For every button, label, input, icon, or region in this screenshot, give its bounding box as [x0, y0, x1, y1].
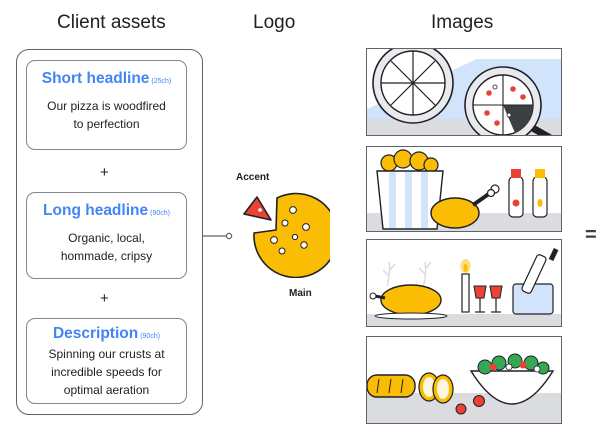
description-title: Description(90ch)	[27, 325, 186, 343]
accent-topping	[258, 208, 262, 212]
long-headline-line: hommade, cripsy	[60, 249, 153, 263]
client-assets-panel	[16, 49, 203, 415]
image-candlelit-dinner	[366, 239, 562, 327]
long-headline-limit: (90ch)	[150, 210, 170, 217]
description-label: Description	[52, 325, 139, 342]
plus-sign: +	[100, 164, 109, 181]
main-topping	[270, 236, 278, 244]
image-fried-chicken	[366, 146, 562, 232]
bread-and-salad-icon	[367, 337, 561, 423]
description-card: Description(90ch) Spinning our crusts at…	[26, 318, 187, 404]
long-headline-line: Organic, local,	[68, 231, 145, 245]
description-line: incredible speeds for	[51, 365, 162, 379]
long-headline-title: Long headline(90ch)	[27, 202, 186, 220]
main-label: Main	[289, 288, 312, 299]
candlelit-dinner-icon	[367, 240, 561, 326]
short-headline-limit: (25ch)	[151, 78, 172, 85]
short-headline-body: Our pizza is woodfired to perfection	[27, 97, 186, 133]
image-bread-and-salad	[366, 336, 562, 424]
main-topping	[291, 233, 299, 241]
equals-sign: =	[585, 224, 597, 246]
description-line: optimal aeration	[63, 383, 150, 397]
images-title: Images	[431, 12, 494, 33]
main-topping	[302, 223, 310, 231]
description-body: Spinning our crusts at incredible speeds…	[27, 345, 186, 399]
main-topping	[281, 219, 289, 227]
main-topping	[300, 241, 308, 249]
image-pizza-pans	[366, 48, 562, 136]
fried-chicken-icon	[367, 147, 561, 231]
long-headline-body: Organic, local, hommade, cripsy	[27, 229, 186, 265]
plus-sign: +	[100, 290, 109, 307]
main-topping	[289, 206, 297, 214]
description-line: Spinning our crusts at	[48, 347, 165, 361]
assets-to-logo-connector	[203, 232, 233, 240]
accent-slice	[243, 196, 272, 221]
long-headline-card: Long headline(90ch) Organic, local, homm…	[26, 192, 187, 279]
pizza-logo-icon	[243, 192, 330, 278]
short-headline-title: Short headline(25ch)	[27, 70, 186, 88]
accent-label: Accent	[236, 172, 270, 183]
main-pizza	[253, 192, 330, 278]
long-headline-label: Long headline	[43, 202, 149, 219]
description-limit: (90ch)	[140, 333, 161, 340]
short-headline-line: Our pizza is woodfired	[47, 99, 166, 113]
pizza-pans-icon	[367, 49, 561, 135]
main-topping	[278, 247, 286, 255]
short-headline-label: Short headline	[41, 70, 150, 87]
short-headline-card: Short headline(25ch) Our pizza is woodfi…	[26, 60, 187, 150]
logo-title: Logo	[253, 12, 296, 33]
client-assets-title: Client assets	[57, 12, 166, 33]
short-headline-line: to perfection	[73, 117, 140, 131]
